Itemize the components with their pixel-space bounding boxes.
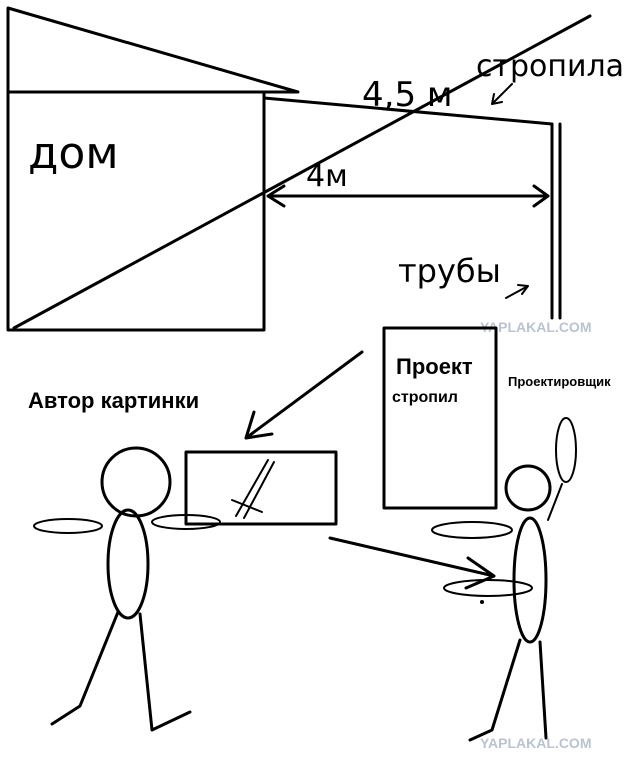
- watermark-top: YAPLAKAL.COM: [480, 319, 592, 335]
- rafter-length-label: 4,5 м: [362, 75, 453, 115]
- rafters-label: стропила: [476, 49, 624, 84]
- project-label-line1: Проект: [396, 354, 473, 379]
- house-label: дом: [28, 128, 119, 179]
- span-length-label: 4м: [306, 159, 348, 194]
- author-figure: [33, 446, 221, 732]
- sketch-scribble: [231, 459, 275, 519]
- pointer-arrow: [244, 350, 364, 440]
- project-sheet: [382, 326, 498, 510]
- designer-figure: [431, 417, 577, 742]
- pipes-arrow-icon: [505, 284, 529, 299]
- house-roof: [6, 6, 300, 94]
- handoff-arrow: [328, 536, 496, 590]
- watermark-bottom: YAPLAKAL.COM: [480, 735, 592, 751]
- span-dimension-arrow: [266, 184, 550, 208]
- rafters-arrow-icon: [491, 83, 513, 105]
- author-sketch: [184, 450, 338, 526]
- rafter-line: [262, 96, 554, 126]
- pipes-label: трубы: [398, 252, 501, 290]
- author-label: Автор картинки: [28, 388, 199, 413]
- designer-label: Проектировщик: [508, 374, 611, 389]
- project-label-line2: стропил: [392, 389, 458, 406]
- house-wall: [6, 90, 266, 332]
- cross-out-line: [12, 14, 592, 330]
